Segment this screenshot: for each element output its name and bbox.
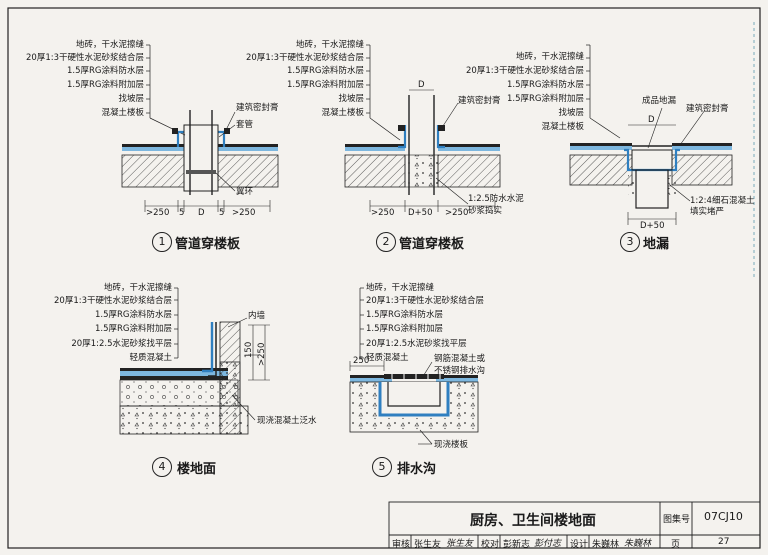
d4-number-badge: 4 [152, 457, 172, 477]
d3-top-dim: D [648, 115, 655, 125]
d1-layer-4: 1.5厚RG涂料附加层 [66, 80, 144, 90]
d2-number-badge: 2 [376, 232, 396, 252]
diagram-1-pipe-through-slab [121, 44, 279, 212]
d2-title: 管道穿楼板 [399, 237, 465, 252]
sheet-border [7, 7, 761, 549]
d2-fill-line-1: 1:2.5防水水泥 [468, 194, 524, 204]
d1-layer-2: 20厚1:3干硬性水泥砂浆结合层 [26, 53, 144, 63]
d4-layer-3: 1.5厚RG涂料防水层 [94, 310, 172, 320]
d4-layer-1: 地砖，干水泥擦缝 [103, 283, 172, 293]
checker-name: 彭新志 [503, 540, 531, 550]
d5-trench-line-1: 钢筋混凝土或 [434, 354, 486, 364]
d5-slab: 现浇楼板 [434, 440, 469, 450]
d1-dim-left: >250 [146, 208, 170, 218]
d2-dim-right: >250 [445, 208, 469, 218]
d1-layer-1: 地砖，干水泥擦缝 [75, 40, 144, 50]
review-label: 审核 [392, 540, 411, 550]
designer-signature: 朱巍林 [624, 539, 652, 549]
d1-layer-5: 找坡层 [118, 94, 144, 104]
d2-fill-line-2: 砂浆捣实 [468, 206, 503, 216]
reviewer-name: 张生友 [414, 540, 442, 550]
page-number: 27 [718, 537, 730, 547]
d5-number-badge: 5 [372, 457, 392, 477]
reviewer-signature: 张生友 [446, 539, 474, 549]
design-label: 设计 [570, 540, 589, 550]
d5-dim: 250 [353, 356, 370, 366]
d3-layer-2: 20厚1:3干硬性水泥砂浆结合层 [466, 66, 584, 76]
atlas-number: 07CJ10 [704, 510, 743, 523]
title-block-frame [388, 501, 761, 549]
diagram-3-floor-drain [569, 44, 733, 225]
d1-dim-gap-left: 5 [179, 208, 185, 218]
designer-name: 朱巍林 [592, 540, 620, 550]
d3-drain: 成品地漏 [642, 96, 677, 106]
d2-layer-2: 20厚1:3干硬性水泥砂浆结合层 [246, 53, 364, 63]
d4-layer-2: 20厚1:3干硬性水泥砂浆结合层 [54, 296, 172, 306]
d4-title: 楼地面 [177, 462, 217, 477]
d3-title: 地漏 [643, 237, 670, 252]
d4-layer-5: 20厚1:2.5水泥砂浆找平层 [71, 339, 172, 349]
d1-number-badge: 1 [152, 232, 172, 252]
d1-dim-d: D [198, 208, 205, 218]
d3-layer-1: 地砖，干水泥擦缝 [515, 52, 584, 62]
d1-sleeve: 套管 [236, 120, 254, 130]
d1-title: 管道穿楼板 [175, 237, 241, 252]
d2-layer-4: 1.5厚RG涂料附加层 [286, 80, 364, 90]
page-label: 页 [671, 540, 681, 550]
d3-layer-6: 混凝土楼板 [541, 122, 584, 132]
d1-dim-right: >250 [232, 208, 256, 218]
d2-layer-5: 找坡层 [338, 94, 364, 104]
d2-layer-6: 混凝土楼板 [321, 108, 364, 118]
d2-dim-left: >250 [371, 208, 395, 218]
checker-signature: 彭付志 [534, 539, 562, 549]
diagram-5-drain-trench [349, 287, 479, 445]
d1-dim-gap-right: 5 [219, 208, 225, 218]
d5-layer-5: 20厚1:2.5水泥砂浆找平层 [366, 339, 467, 349]
d3-sealant: 建筑密封膏 [686, 104, 729, 114]
d2-layer-3: 1.5厚RG涂料防水层 [286, 66, 364, 76]
d2-top-dim: D [418, 80, 425, 90]
sheet-title: 厨房、卫生间楼地面 [470, 513, 596, 529]
d3-fill-line-1: 1:2:4细石混凝土 [690, 196, 755, 206]
d3-number-badge: 3 [620, 232, 640, 252]
d3-layer-4: 1.5厚RG涂料附加层 [506, 94, 584, 104]
diagram-4-floor [119, 287, 270, 435]
d3-fill-line-2: 填实堵严 [690, 207, 725, 217]
d4-layer-6: 轻质混凝土 [129, 353, 172, 363]
d5-trench-line-2: 不锈钢排水沟 [434, 366, 486, 376]
d4-curb: 现浇混凝土泛水 [257, 416, 317, 426]
d1-layer-3: 1.5厚RG涂料防水层 [66, 66, 144, 76]
d3-bottom-dim: D+50 [640, 221, 665, 231]
d5-layer-6: 轻质混凝土 [366, 353, 409, 363]
d4-layer-4: 1.5厚RG涂料附加层 [94, 324, 172, 334]
d5-layer-4: 1.5厚RG涂料附加层 [366, 324, 444, 334]
d5-layer-3: 1.5厚RG涂料防水层 [366, 310, 444, 320]
d2-layer-1: 地砖，干水泥擦缝 [295, 40, 364, 50]
check-label: 校对 [481, 540, 500, 550]
d1-layer-6: 混凝土楼板 [101, 108, 144, 118]
d3-layer-3: 1.5厚RG涂料防水层 [506, 80, 584, 90]
d2-sealant: 建筑密封膏 [458, 96, 501, 106]
d4-wall: 内墙 [248, 311, 266, 321]
d2-dim-mid: D+50 [408, 208, 433, 218]
d5-layer-1: 地砖，干水泥擦缝 [366, 283, 435, 293]
d4-dim-250: >250 [257, 342, 267, 366]
d1-ring: 翼环 [236, 187, 254, 197]
d1-sealant: 建筑密封膏 [236, 103, 279, 113]
d5-title: 排水沟 [397, 462, 437, 477]
atlas-label: 图集号 [663, 515, 691, 525]
d5-layer-2: 20厚1:3干硬性水泥砂浆结合层 [366, 296, 484, 306]
d3-layer-5: 找坡层 [558, 108, 584, 118]
d4-dim-150: 150 [244, 341, 254, 358]
diagram-2-pipe-through-slab [344, 44, 501, 212]
